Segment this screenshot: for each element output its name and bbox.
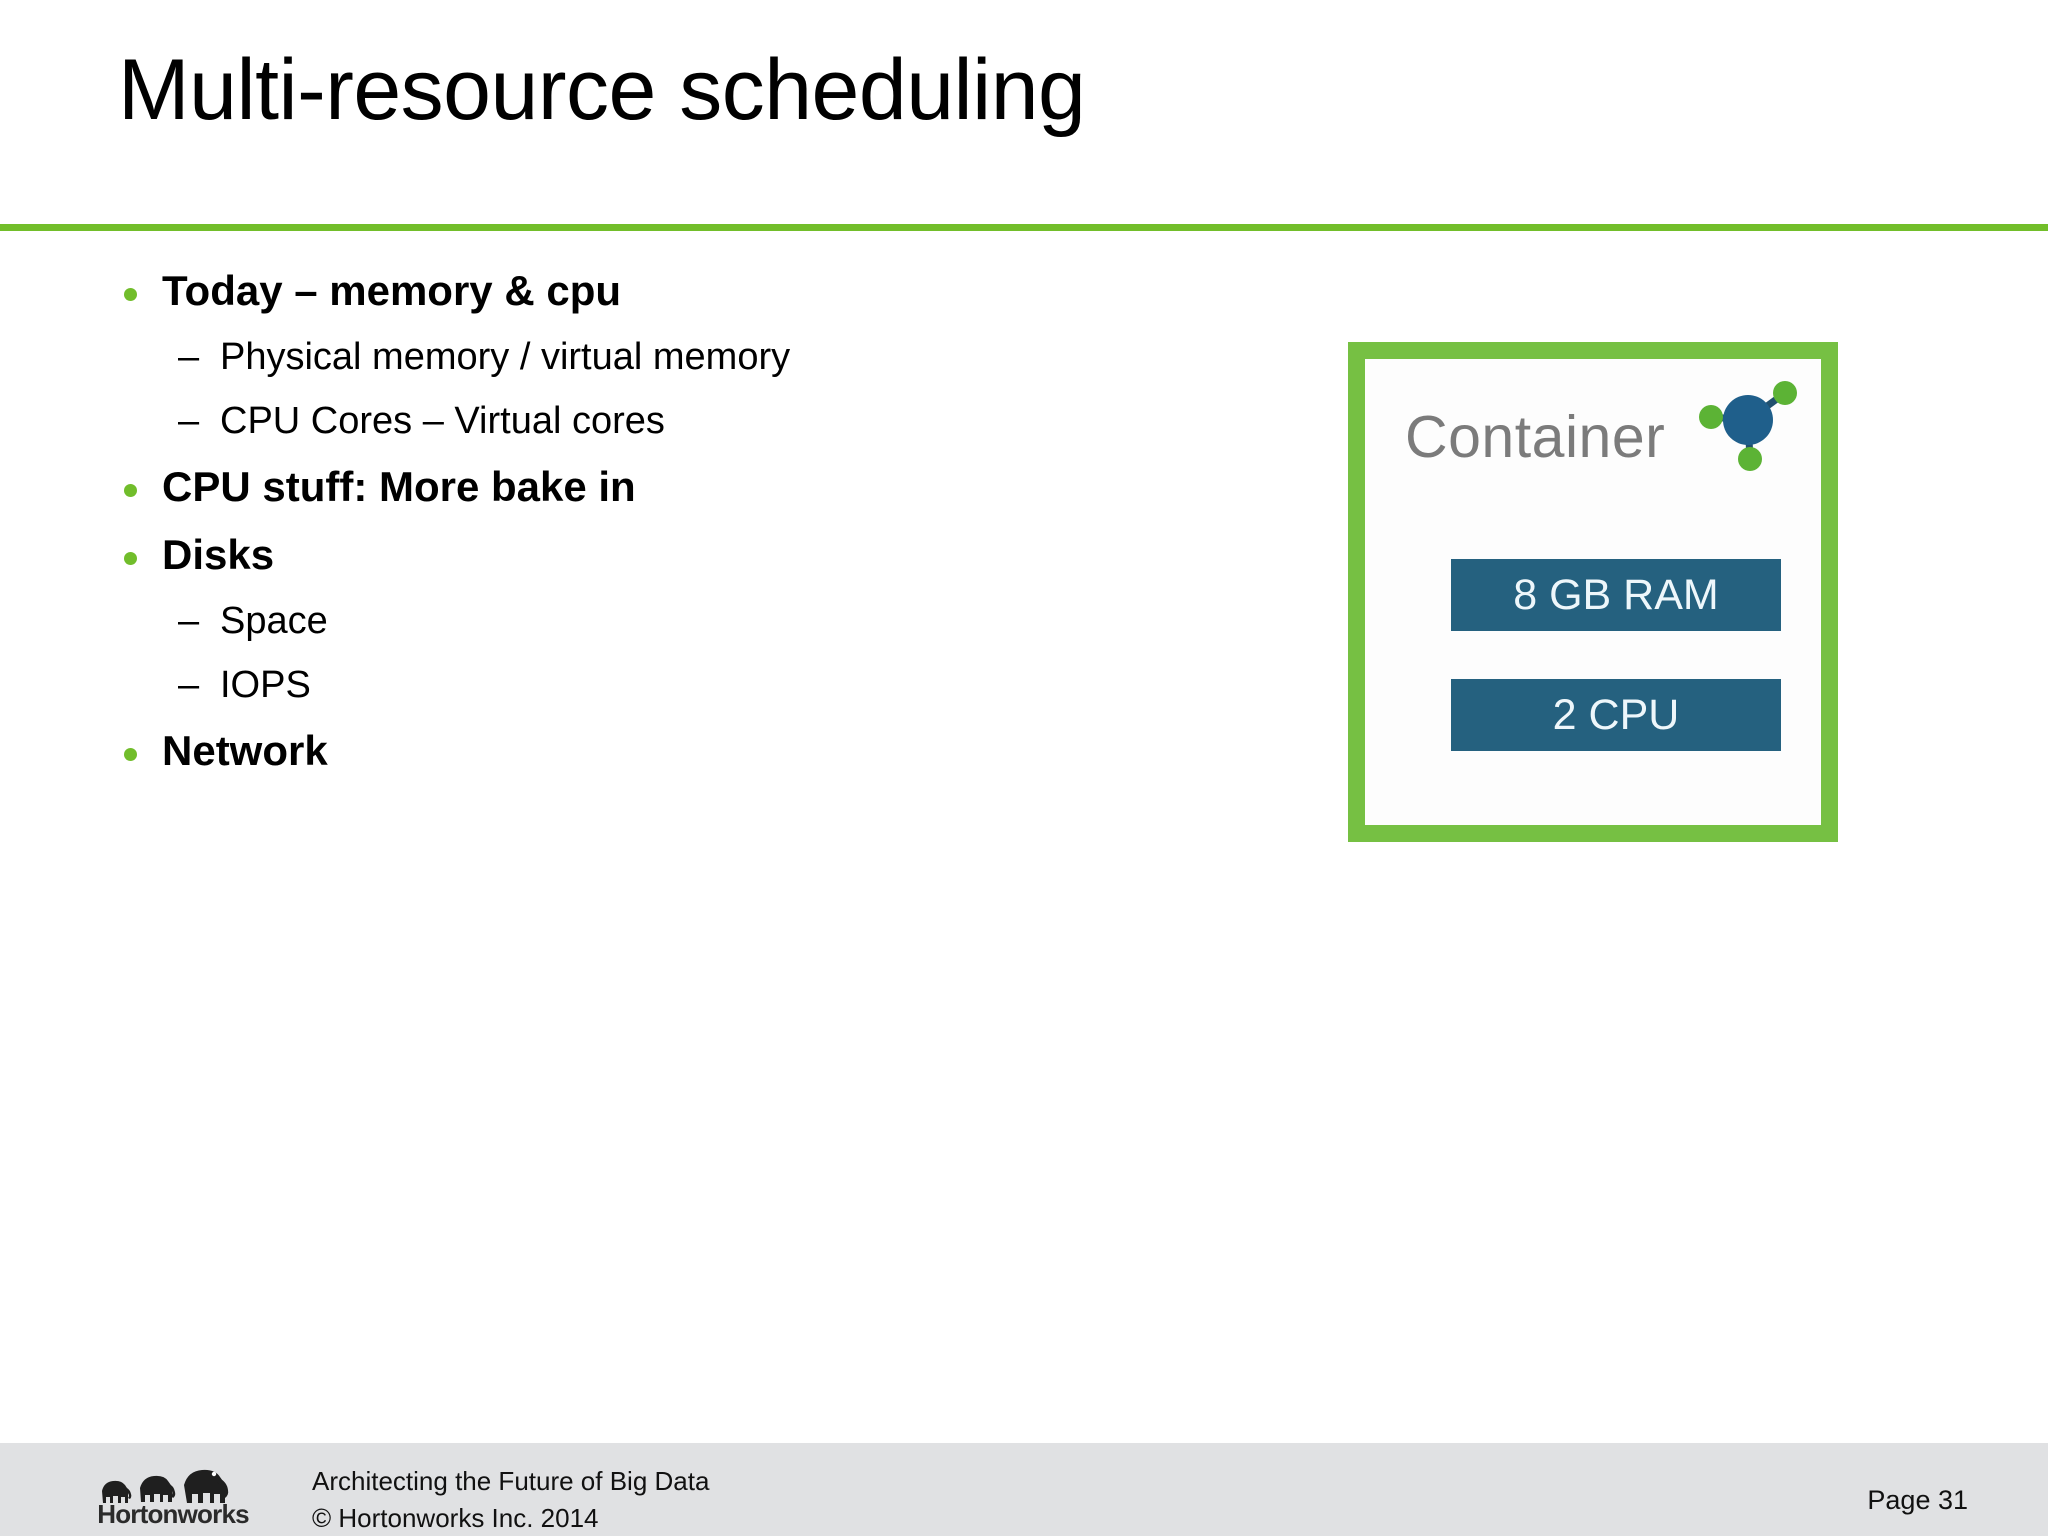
container-diagram-inner: Container 8 GB RAM 2 CPU <box>1365 359 1821 825</box>
bullet-dot-icon <box>124 748 137 761</box>
bullet-item-disks: Disks <box>110 534 1210 576</box>
bullet-label: Space <box>220 600 328 642</box>
bullet-label: CPU stuff: More bake in <box>162 463 636 510</box>
bullet-list: Today – memory & cpu – Physical memory /… <box>110 270 1210 798</box>
title-divider <box>0 224 2048 231</box>
container-diagram: Container 8 GB RAM 2 CPU <box>1348 342 1838 842</box>
bullet-label: Physical memory / virtual memory <box>220 336 791 378</box>
bullet-dot-icon <box>124 484 137 497</box>
bullet-label: IOPS <box>220 664 311 706</box>
bullet-item-today: Today – memory & cpu <box>110 270 1210 312</box>
bullet-item-space: – Space <box>110 602 1210 640</box>
bullet-item-network: Network <box>110 730 1210 772</box>
bullet-item-iops: – IOPS <box>110 666 1210 704</box>
bullet-label: Disks <box>162 531 275 578</box>
container-label: Container <box>1405 404 1666 470</box>
ram-bar: 8 GB RAM <box>1451 559 1781 631</box>
ram-bar-label: 8 GB RAM <box>1513 570 1719 619</box>
page-title: Multi-resource scheduling <box>118 42 1086 138</box>
molecule-icon <box>1699 381 1797 471</box>
bullet-dot-icon <box>124 552 137 565</box>
dash-icon: – <box>178 336 200 378</box>
page-number: Page 31 <box>1867 1485 1968 1515</box>
footer: Hortonworks Architecting the Future of B… <box>0 1443 2048 1536</box>
bullet-label: Network <box>162 727 328 774</box>
footer-text: Architecting the Future of Big Data © Ho… <box>312 1463 709 1536</box>
bullet-label: Today – memory & cpu <box>162 267 622 314</box>
dash-icon: – <box>178 600 200 642</box>
hortonworks-elephants-icon <box>102 1469 229 1503</box>
cpu-bar-label: 2 CPU <box>1552 690 1680 739</box>
bullet-label: CPU Cores – Virtual cores <box>220 400 665 442</box>
bullet-item-cpu-cores: – CPU Cores – Virtual cores <box>110 402 1210 440</box>
bullet-item-cpu-stuff: CPU stuff: More bake in <box>110 466 1210 508</box>
bullet-item-physical-memory: – Physical memory / virtual memory <box>110 338 1210 376</box>
footer-copyright: © Hortonworks Inc. 2014 <box>312 1502 599 1533</box>
hortonworks-wordmark: Hortonworks <box>97 1499 249 1529</box>
bullet-dot-icon <box>124 288 137 301</box>
footer-tagline: Architecting the Future of Big Data <box>312 1466 710 1496</box>
dash-icon: – <box>178 400 200 442</box>
dash-icon: – <box>178 664 200 706</box>
cpu-bar: 2 CPU <box>1451 679 1781 751</box>
